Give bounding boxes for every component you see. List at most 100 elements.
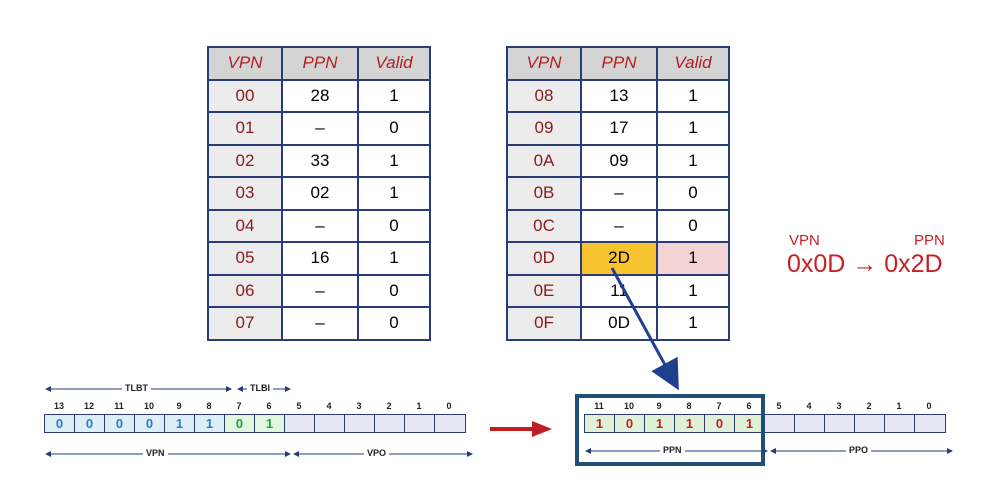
bit-cell: 1 (255, 415, 285, 432)
ppn-cell: 28 (281, 78, 359, 113)
vpn-cell: 03 (207, 176, 283, 211)
bit-cell: 0 (135, 415, 165, 432)
bit-number: 0 (446, 401, 452, 411)
bit-number: 6 (746, 401, 752, 411)
bit-number: 2 (386, 401, 392, 411)
bit-number: 10 (623, 401, 634, 411)
bit-number: 4 (806, 401, 812, 411)
bit-cell: 0 (705, 415, 735, 432)
vpn-cell: 0D (506, 241, 582, 276)
table-header-row: VPN PPN Valid (506, 46, 730, 81)
table-header-row: VPN PPN Valid (207, 46, 431, 81)
bit-number: 8 (686, 401, 692, 411)
table-row: 04–0 (207, 208, 431, 243)
bit-number: 12 (83, 401, 94, 411)
bit-number: 0 (926, 401, 932, 411)
vpn-cell: 07 (207, 306, 283, 341)
bit-cell: 0 (615, 415, 645, 432)
bit-number: 7 (716, 401, 722, 411)
vpo-label: VPO (364, 448, 390, 458)
bit-number: 9 (656, 401, 662, 411)
valid-cell: 1 (357, 241, 431, 276)
header-vpn: VPN (207, 46, 283, 81)
tlbi-label: TLBI (247, 383, 273, 393)
valid-cell: 0 (656, 176, 730, 211)
vpn-cell: 00 (207, 78, 283, 113)
vpn-cell: 04 (207, 208, 283, 243)
header-vpn: VPN (506, 46, 582, 81)
bit-cell: 0 (75, 415, 105, 432)
bit-number: 4 (326, 401, 332, 411)
bit-cell: 0 (45, 415, 75, 432)
bit-number: 10 (143, 401, 154, 411)
ppn-cell: 13 (580, 78, 658, 113)
vpn-cell: 0C (506, 208, 582, 243)
bit-cell (345, 415, 375, 432)
bit-cell: 1 (165, 415, 195, 432)
table-row: 0B–0 (506, 176, 730, 211)
bit-number: 1 (416, 401, 422, 411)
vpn-cell: 09 (506, 111, 582, 146)
bit-cell: 1 (675, 415, 705, 432)
bit-number: 3 (356, 401, 362, 411)
ppn-label: PPN (660, 445, 685, 455)
valid-cell: 1 (357, 143, 431, 178)
bit-cell (915, 415, 945, 432)
valid-cell: 0 (656, 208, 730, 243)
bit-number: 2 (866, 401, 872, 411)
ppn-cell: – (281, 273, 359, 308)
vpn-cell: 0A (506, 143, 582, 178)
bit-number: 8 (206, 401, 212, 411)
vpn-cell: 0E (506, 273, 582, 308)
table-row: 0C–0 (506, 208, 730, 243)
ppn-cell: 17 (580, 111, 658, 146)
bit-number: 11 (594, 401, 604, 411)
ppn-cell: – (281, 111, 359, 146)
vpn-cell: 08 (506, 78, 582, 113)
bit-number: 5 (296, 401, 302, 411)
bit-cell (285, 415, 315, 432)
valid-cell: 0 (357, 273, 431, 308)
table-row: 07–0 (207, 306, 431, 341)
bit-cell: 0 (225, 415, 255, 432)
table-row: 06–0 (207, 273, 431, 308)
bit-number: 7 (236, 401, 242, 411)
ppn-cell: 09 (580, 143, 658, 178)
bit-cell (795, 415, 825, 432)
ppn-cell: – (281, 208, 359, 243)
bit-number: 11 (114, 401, 124, 411)
vpn-cell: 06 (207, 273, 283, 308)
bit-cell (765, 415, 795, 432)
valid-cell: 0 (357, 208, 431, 243)
ppn-cell: – (580, 208, 658, 243)
table-row: 01–0 (207, 111, 431, 146)
bit-cell (825, 415, 855, 432)
bit-cell: 1 (195, 415, 225, 432)
vpn-label: VPN (143, 448, 168, 458)
ppn-cell: 02 (281, 176, 359, 211)
header-ppn: PPN (580, 46, 658, 81)
translation-ppn-label: PPN (914, 232, 945, 249)
ppn-cell: – (580, 176, 658, 211)
vpn-cell: 01 (207, 111, 283, 146)
header-ppn: PPN (281, 46, 359, 81)
bit-cell: 1 (585, 415, 615, 432)
ppn-cell: 2D (580, 241, 658, 276)
header-valid: Valid (357, 46, 431, 81)
ppn-cell: 33 (281, 143, 359, 178)
bit-cell (885, 415, 915, 432)
bit-cell (855, 415, 885, 432)
bit-cell (435, 415, 465, 432)
bit-number: 9 (176, 401, 182, 411)
